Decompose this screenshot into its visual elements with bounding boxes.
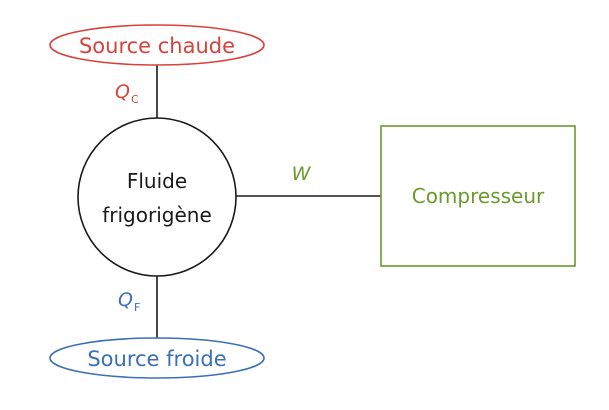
fluid-label-line2: frigorigène (102, 203, 212, 227)
cold-source-ellipse (49, 337, 265, 379)
hot-source-ellipse (49, 24, 265, 66)
hot-heat-subscript: C (131, 93, 139, 106)
hot-source-label: Source chaude (79, 34, 235, 58)
hot-heat-q: Q (115, 81, 130, 103)
compressor-box (380, 125, 576, 267)
fluid-circle (77, 117, 237, 277)
compressor-label: Compresseur (412, 184, 545, 208)
cold-heat-q: Q (118, 289, 133, 311)
work-symbol: W (292, 163, 312, 185)
fluid-label-line1: Fluide (127, 169, 187, 193)
hot-heat-symbol: QC (115, 81, 139, 106)
cold-heat-subscript: F (134, 301, 140, 314)
cold-source-label: Source froide (87, 347, 226, 371)
cold-heat-symbol: QF (118, 289, 140, 314)
